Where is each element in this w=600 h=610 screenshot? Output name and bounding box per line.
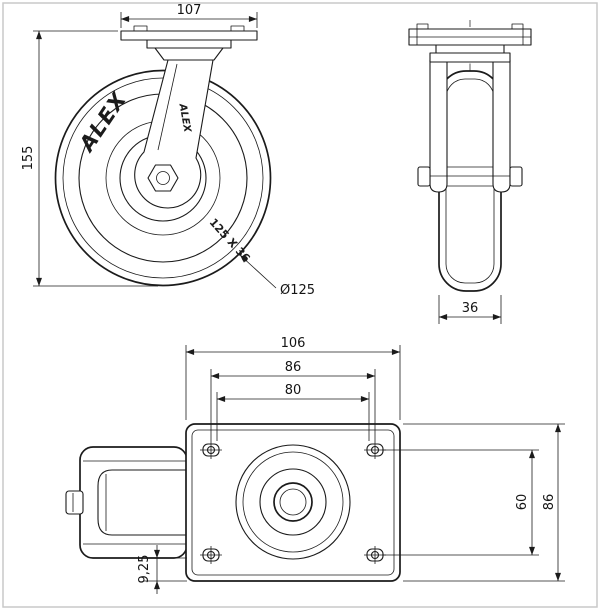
dim-label-155: 155	[21, 146, 36, 171]
dim-label-9-25: 9,25	[137, 555, 152, 584]
dim-label-86-width: 86	[285, 360, 302, 375]
dim-label-107: 107	[177, 3, 202, 18]
wheel-size-marking: 125 X 36	[207, 216, 253, 265]
axle-end-top	[65, 490, 84, 515]
front-view: 36	[408, 20, 532, 324]
axle-bolt-tip	[156, 171, 170, 185]
kingpin-hole-circle	[273, 482, 313, 522]
dim-label-80: 80	[285, 383, 302, 398]
dimension-slot-spacing-width: 80	[216, 383, 370, 441]
tire-top-outline	[97, 469, 187, 536]
fork-leg-left	[429, 59, 448, 193]
fork-leg-right	[492, 59, 511, 193]
bolt-hole-bottom-left	[200, 546, 222, 564]
dimension-plate-depth: 86	[403, 423, 565, 582]
dimension-plate-length: 107	[120, 3, 258, 28]
plate-top	[185, 423, 401, 582]
raceway-inner-circle	[242, 451, 344, 553]
swivel-front	[429, 44, 511, 63]
top-plate-side	[120, 25, 258, 61]
dim-label-60: 60	[515, 494, 530, 511]
dimension-overall-height: 155	[21, 30, 158, 287]
bolt-hole-top-left	[200, 441, 222, 459]
brand-logo-wheel: ALEX	[74, 87, 132, 157]
dim-label-wheel-diameter: Ø125	[280, 283, 315, 298]
swivel-top	[235, 444, 351, 560]
wheel-top	[65, 446, 188, 559]
swivel-raceway-upper	[435, 44, 505, 54]
dimension-hole-spacing-width: 86	[210, 360, 376, 441]
side-view: ALEX 125 X 36 ALEX 107 155	[21, 3, 315, 298]
tire-outer-circle	[54, 69, 272, 287]
tire-front-outline	[438, 70, 502, 292]
dim-label-106: 106	[281, 336, 306, 351]
swivel-crown-side	[154, 47, 224, 61]
dimension-wheel-diameter: Ø125	[239, 254, 315, 298]
fork-front	[417, 59, 523, 193]
mount-plate-side	[120, 30, 258, 41]
dim-label-86-depth: 86	[542, 494, 557, 511]
raceway-outer-circle	[235, 444, 351, 560]
wheel-front	[438, 70, 502, 292]
bolt-holes	[200, 441, 386, 564]
axle-nut-left	[417, 166, 431, 187]
dimension-wheel-width: 36	[438, 295, 502, 324]
fork-side: ALEX	[134, 59, 214, 209]
top-view: 106 86 80 86 60	[65, 336, 565, 594]
axle-hex-nut	[147, 164, 179, 192]
axle-nut-right	[509, 166, 523, 187]
brand-logo-fork: ALEX	[176, 102, 192, 134]
dimension-hole-spacing-depth: 60	[382, 449, 539, 556]
dim-label-36: 36	[462, 301, 479, 316]
swivel-raceway-side	[146, 39, 232, 49]
mount-plate-top	[185, 423, 401, 582]
swivel-raceway-lower	[429, 52, 511, 63]
kingpin-boss-circle	[259, 468, 327, 536]
dimension-edge-offset: 9,25	[137, 545, 187, 594]
fork-top-outline	[79, 446, 188, 559]
top-plate-front	[408, 23, 532, 46]
dimension-plate-width: 106	[185, 336, 401, 420]
